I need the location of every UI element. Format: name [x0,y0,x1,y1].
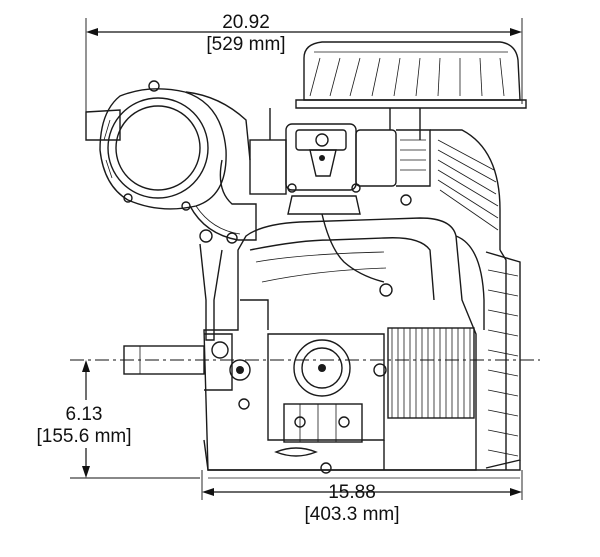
cylinder-fins-upper [430,129,501,250]
engine-block [203,213,507,471]
flywheel-fins [387,327,475,419]
dimension-shaft-height [70,359,540,479]
shaft-height-label: 6.13 [155.6 mm] [18,404,150,448]
cylinder-head-cover [295,41,527,109]
air-cleaner [85,80,251,211]
oil-pan-base [203,439,521,479]
dimension-base-width [201,470,523,500]
carburetor-assembly [249,108,431,215]
cylinder-fins-side [485,251,521,469]
base-width-mm: [403.3 mm] [304,504,400,525]
base-width-label: 15.88 [403.3 mm] [284,482,420,526]
head-cover-ribs [309,57,505,97]
lower-housing [238,333,387,443]
crankshaft-pto [123,333,251,391]
intake-elbow [189,159,257,341]
base-width-inches: 15.88 [328,482,376,503]
overall-width-label: 20.92 [529 mm] [186,12,306,56]
overall-width-mm: [529 mm] [206,34,286,55]
overall-width-inches: 20.92 [222,12,270,33]
shaft-height-mm: [155.6 mm] [36,426,132,447]
shaft-height-inches: 6.13 [65,404,103,425]
